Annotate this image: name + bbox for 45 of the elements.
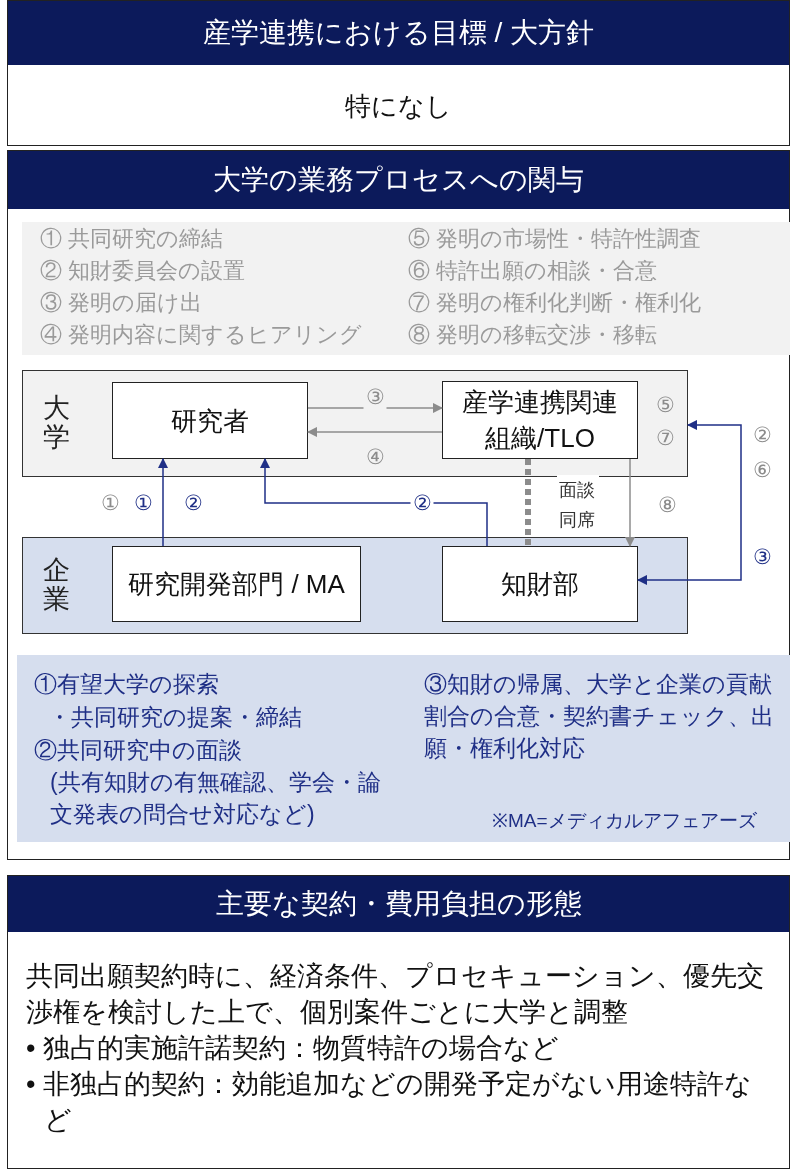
note-text: ・共同研究の提案・締結 (48, 703, 303, 732)
section-header: 大学の業務プロセスへの関与 (8, 151, 789, 209)
step-number: ⑤ (655, 393, 675, 417)
process-box: 産学連携関連組織/TLO (442, 381, 638, 459)
step-list-item: ② 知財委員会の設置 (40, 257, 246, 285)
step-list-item: ⑥ 特許出願の相談・合意 (408, 257, 658, 285)
note-text: ①有望大学の探索 (34, 670, 220, 699)
step-list-item: ④ 発明内容に関するヒアリング (40, 321, 363, 349)
section-panel (7, 875, 790, 1169)
step-list-item: ① 共同研究の締結 (40, 225, 224, 253)
step-number: ① (100, 491, 120, 515)
note-text: (共有知財の有無確認、学会・論文発表の問合せ対応など) (50, 768, 382, 829)
section-panel (7, 0, 790, 146)
arrow (307, 402, 444, 414)
bullet-item: • 非独占的契約：効能追加などの開発予定がない用途特許など (26, 1068, 753, 1137)
section-header: 主要な契約・費用負担の形態 (8, 876, 789, 932)
step-number: ② (752, 423, 772, 447)
note-text: ※MA=メディカルアフェアーズ (492, 809, 757, 833)
arrow (259, 457, 488, 547)
note-text: ③知財の帰属、大学と企業の貢献割合の合意・契約書チェック、出願・権利化対応 (424, 670, 775, 763)
step-number: ② (183, 491, 203, 515)
note-text: ②共同研究中の面談 (34, 736, 243, 765)
step-number: ⑦ (655, 426, 675, 450)
process-box: 研究者 (112, 382, 308, 459)
step-number: ⑥ (752, 458, 772, 482)
arrow (157, 457, 169, 547)
connector-line (525, 459, 531, 546)
band-label: 大学 (43, 393, 70, 454)
section-header: 産学連携における目標 / 大方針 (8, 1, 789, 65)
body-text: 共同出願契約時に、経済条件、プロセキューション、優先交渉権を検討した上で、個別案件ごとに大学と調整 (26, 960, 765, 1029)
arrow (306, 426, 443, 438)
arrow (624, 458, 636, 548)
process-box: 研究開発部門 / MA (112, 546, 361, 622)
organization-band (22, 537, 688, 634)
band-label: 企業 (43, 555, 70, 616)
body-text: 特になし (345, 90, 452, 123)
step-list-item: ⑦ 発明の権利化判断・権利化 (408, 289, 702, 317)
step-list-item: ③ 発明の届け出 (40, 289, 203, 317)
step-list-item: ⑧ 発明の移転交渉・移転 (408, 321, 658, 349)
edge-label: ③ (363, 385, 387, 409)
arrow (636, 419, 742, 586)
step-list-item: ⑤ 発明の市場性・特許性調査 (408, 225, 702, 253)
process-box: 知財部 (442, 546, 638, 622)
organization-band (22, 370, 688, 477)
bullet-item: • 独占的実施許諾契約：物質特許の場合など (26, 1032, 560, 1065)
